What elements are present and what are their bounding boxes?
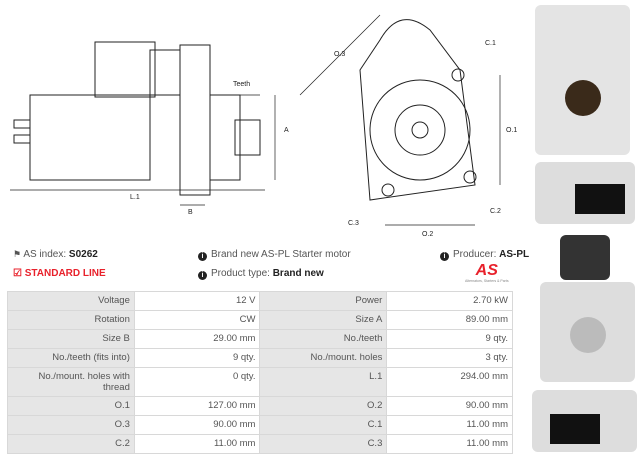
info-icon: i [440,252,449,261]
spec-row: No./teeth (fits into)9 qty.No./mount. ho… [7,348,513,368]
as-index-label: AS index: [23,249,67,260]
product-photo-side [535,162,635,224]
producer-label: Producer: [453,249,497,260]
spec-value: 2.70 kW [386,291,513,311]
spec-value: 0 qty. [133,367,261,397]
spec-label: O.2 [259,396,388,416]
spec-value: 294.00 mm [386,367,513,397]
label-o2: O.2 [422,231,433,238]
product-type-value: Brand new [272,268,324,279]
logo-text: AS [475,262,498,279]
side-view-drawing: L.1 B A Teeth [10,41,289,216]
product-photo-side-2 [532,390,637,452]
spec-value: 3 qty. [386,348,513,368]
checkbox-icon: ☑ [13,268,22,279]
spec-label: Voltage [7,291,135,311]
spec-label: Size B [7,329,135,349]
spec-value: 127.00 mm [133,396,261,416]
spec-label: O.1 [7,396,135,416]
spec-value: 11.00 mm [133,434,261,454]
label-c2: C.2 [490,208,501,215]
as-index: ⚑ AS index: S0262 [13,249,98,260]
spec-value: 12 V [133,291,261,311]
logo-tagline: Alternators, Starters & Parts [465,279,509,283]
label-l1: L.1 [130,194,140,201]
brand-new-text: Brand new AS-PL Starter motor [211,249,351,260]
spec-value: 90.00 mm [133,415,261,435]
label-b: B [188,209,193,216]
spec-value: 29.00 mm [133,329,261,349]
label-a: A [284,127,289,134]
spec-value: CW [133,310,261,330]
label-o1: O.1 [506,127,517,134]
spec-label: C.1 [259,415,388,435]
spec-value: 89.00 mm [386,310,513,330]
spec-label: No./mount. holes with thread [7,367,135,397]
label-teeth: Teeth [233,81,250,88]
product-photo-front [535,5,630,155]
label-o3: O.3 [334,51,345,58]
spec-label: No./teeth [259,329,388,349]
label-c3: C.3 [348,220,359,227]
spec-label: Power [259,291,388,311]
producer-value: AS-PL [499,249,530,260]
product-type: i Product type: Brand new [198,268,324,280]
front-view-drawing: C.1 O.1 C.2 O.2 O.3 C.3 [299,14,517,238]
product-photo-flange [540,282,635,382]
spec-value: 11.00 mm [386,434,513,454]
producer: i Producer: AS-PL [440,249,529,261]
as-index-value: S0262 [68,249,98,260]
spec-label: L.1 [259,367,388,397]
spec-label: Size A [259,310,388,330]
spec-label: No./mount. holes [259,348,388,368]
product-photo-solenoid [560,235,610,280]
spec-value: 9 qty. [386,329,513,349]
standard-line-label: STANDARD LINE [24,268,106,279]
info-icon: i [198,271,207,280]
brand-new-info: i Brand new AS-PL Starter motor [198,249,351,261]
info-icon: i [198,252,207,261]
standard-line-badge: ☑ STANDARD LINE [13,268,106,279]
as-pl-logo: AS Alternators, Starters & Parts [465,262,509,284]
spec-label: C.3 [259,434,388,454]
tag-icon: ⚑ [13,249,22,259]
label-c1: C.1 [485,40,496,47]
spec-value: 9 qty. [133,348,261,368]
spec-value: 90.00 mm [386,396,513,416]
spec-value: 11.00 mm [386,415,513,435]
product-type-label: Product type: [211,268,270,279]
spec-label: C.2 [7,434,135,454]
spec-label: O.3 [7,415,135,435]
spec-label: Rotation [7,310,135,330]
spec-label: No./teeth (fits into) [7,348,135,368]
